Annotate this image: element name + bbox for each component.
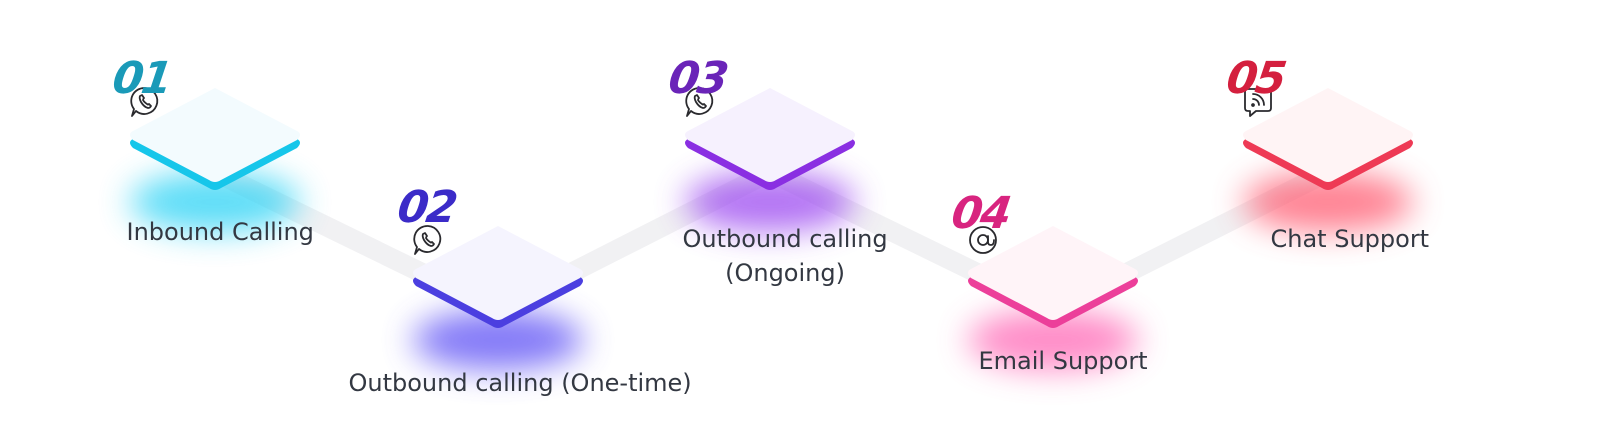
- step-tile: [408, 220, 588, 335]
- step-label-line: Email Support: [978, 347, 1148, 375]
- at-sign-icon: [969, 226, 997, 254]
- step-label: Outbound calling (Ongoing): [683, 222, 888, 290]
- step-number: 04: [948, 188, 1013, 239]
- phone-bubble-icon: [685, 87, 714, 117]
- step-label: Outbound calling (One-time): [349, 366, 692, 400]
- step-label-line: Chat Support: [1270, 225, 1430, 253]
- tile-face: [413, 226, 583, 320]
- tile-face: [685, 88, 855, 182]
- step-tile: [680, 82, 860, 197]
- step-tile: [125, 82, 305, 197]
- step-label-line: Outbound calling (One-time): [348, 369, 692, 397]
- step-label: Inbound Calling: [127, 215, 314, 249]
- step-label-line: (Ongoing): [725, 259, 845, 287]
- step-number: 02: [394, 182, 459, 233]
- step-label: Chat Support: [1271, 222, 1430, 256]
- tile-face: [968, 226, 1138, 320]
- step-label-line: Inbound Calling: [126, 218, 314, 246]
- step-label-line: Outbound calling: [682, 225, 888, 253]
- step-number: 01: [109, 53, 174, 104]
- step-number: 03: [665, 53, 730, 104]
- step-number: 05: [1223, 53, 1288, 104]
- phone-bubble-icon: [130, 87, 159, 117]
- phone-bubble-icon: [413, 225, 442, 255]
- tile-face: [1243, 88, 1413, 182]
- step-label: Email Support: [979, 344, 1148, 378]
- chat-bubble-icon: [1244, 88, 1272, 117]
- step-tile: [963, 220, 1143, 335]
- step-tile: [1238, 82, 1418, 197]
- tile-face: [130, 88, 300, 182]
